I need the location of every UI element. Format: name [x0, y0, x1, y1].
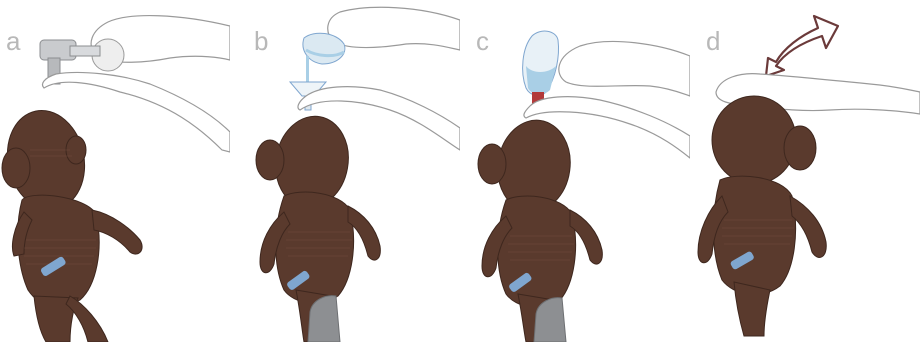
step-panel-a: a: [0, 0, 230, 342]
doll-figure-icon: [0, 103, 142, 342]
step-d-illustration: [690, 0, 920, 342]
step-c-illustration: [460, 0, 690, 342]
step-panel-d: d: [690, 0, 920, 342]
upper-hand-icon: [559, 41, 690, 96]
step-panel-c: c: [460, 0, 690, 342]
water-stream: [306, 56, 309, 82]
step-a-illustration: [0, 0, 230, 342]
pouring-hand-icon: [328, 7, 460, 50]
doll-figure-icon: [698, 96, 826, 336]
step-panel-b: b: [230, 0, 460, 342]
press-down-arrow-icon: [766, 16, 838, 76]
step-b-illustration: [230, 0, 460, 342]
